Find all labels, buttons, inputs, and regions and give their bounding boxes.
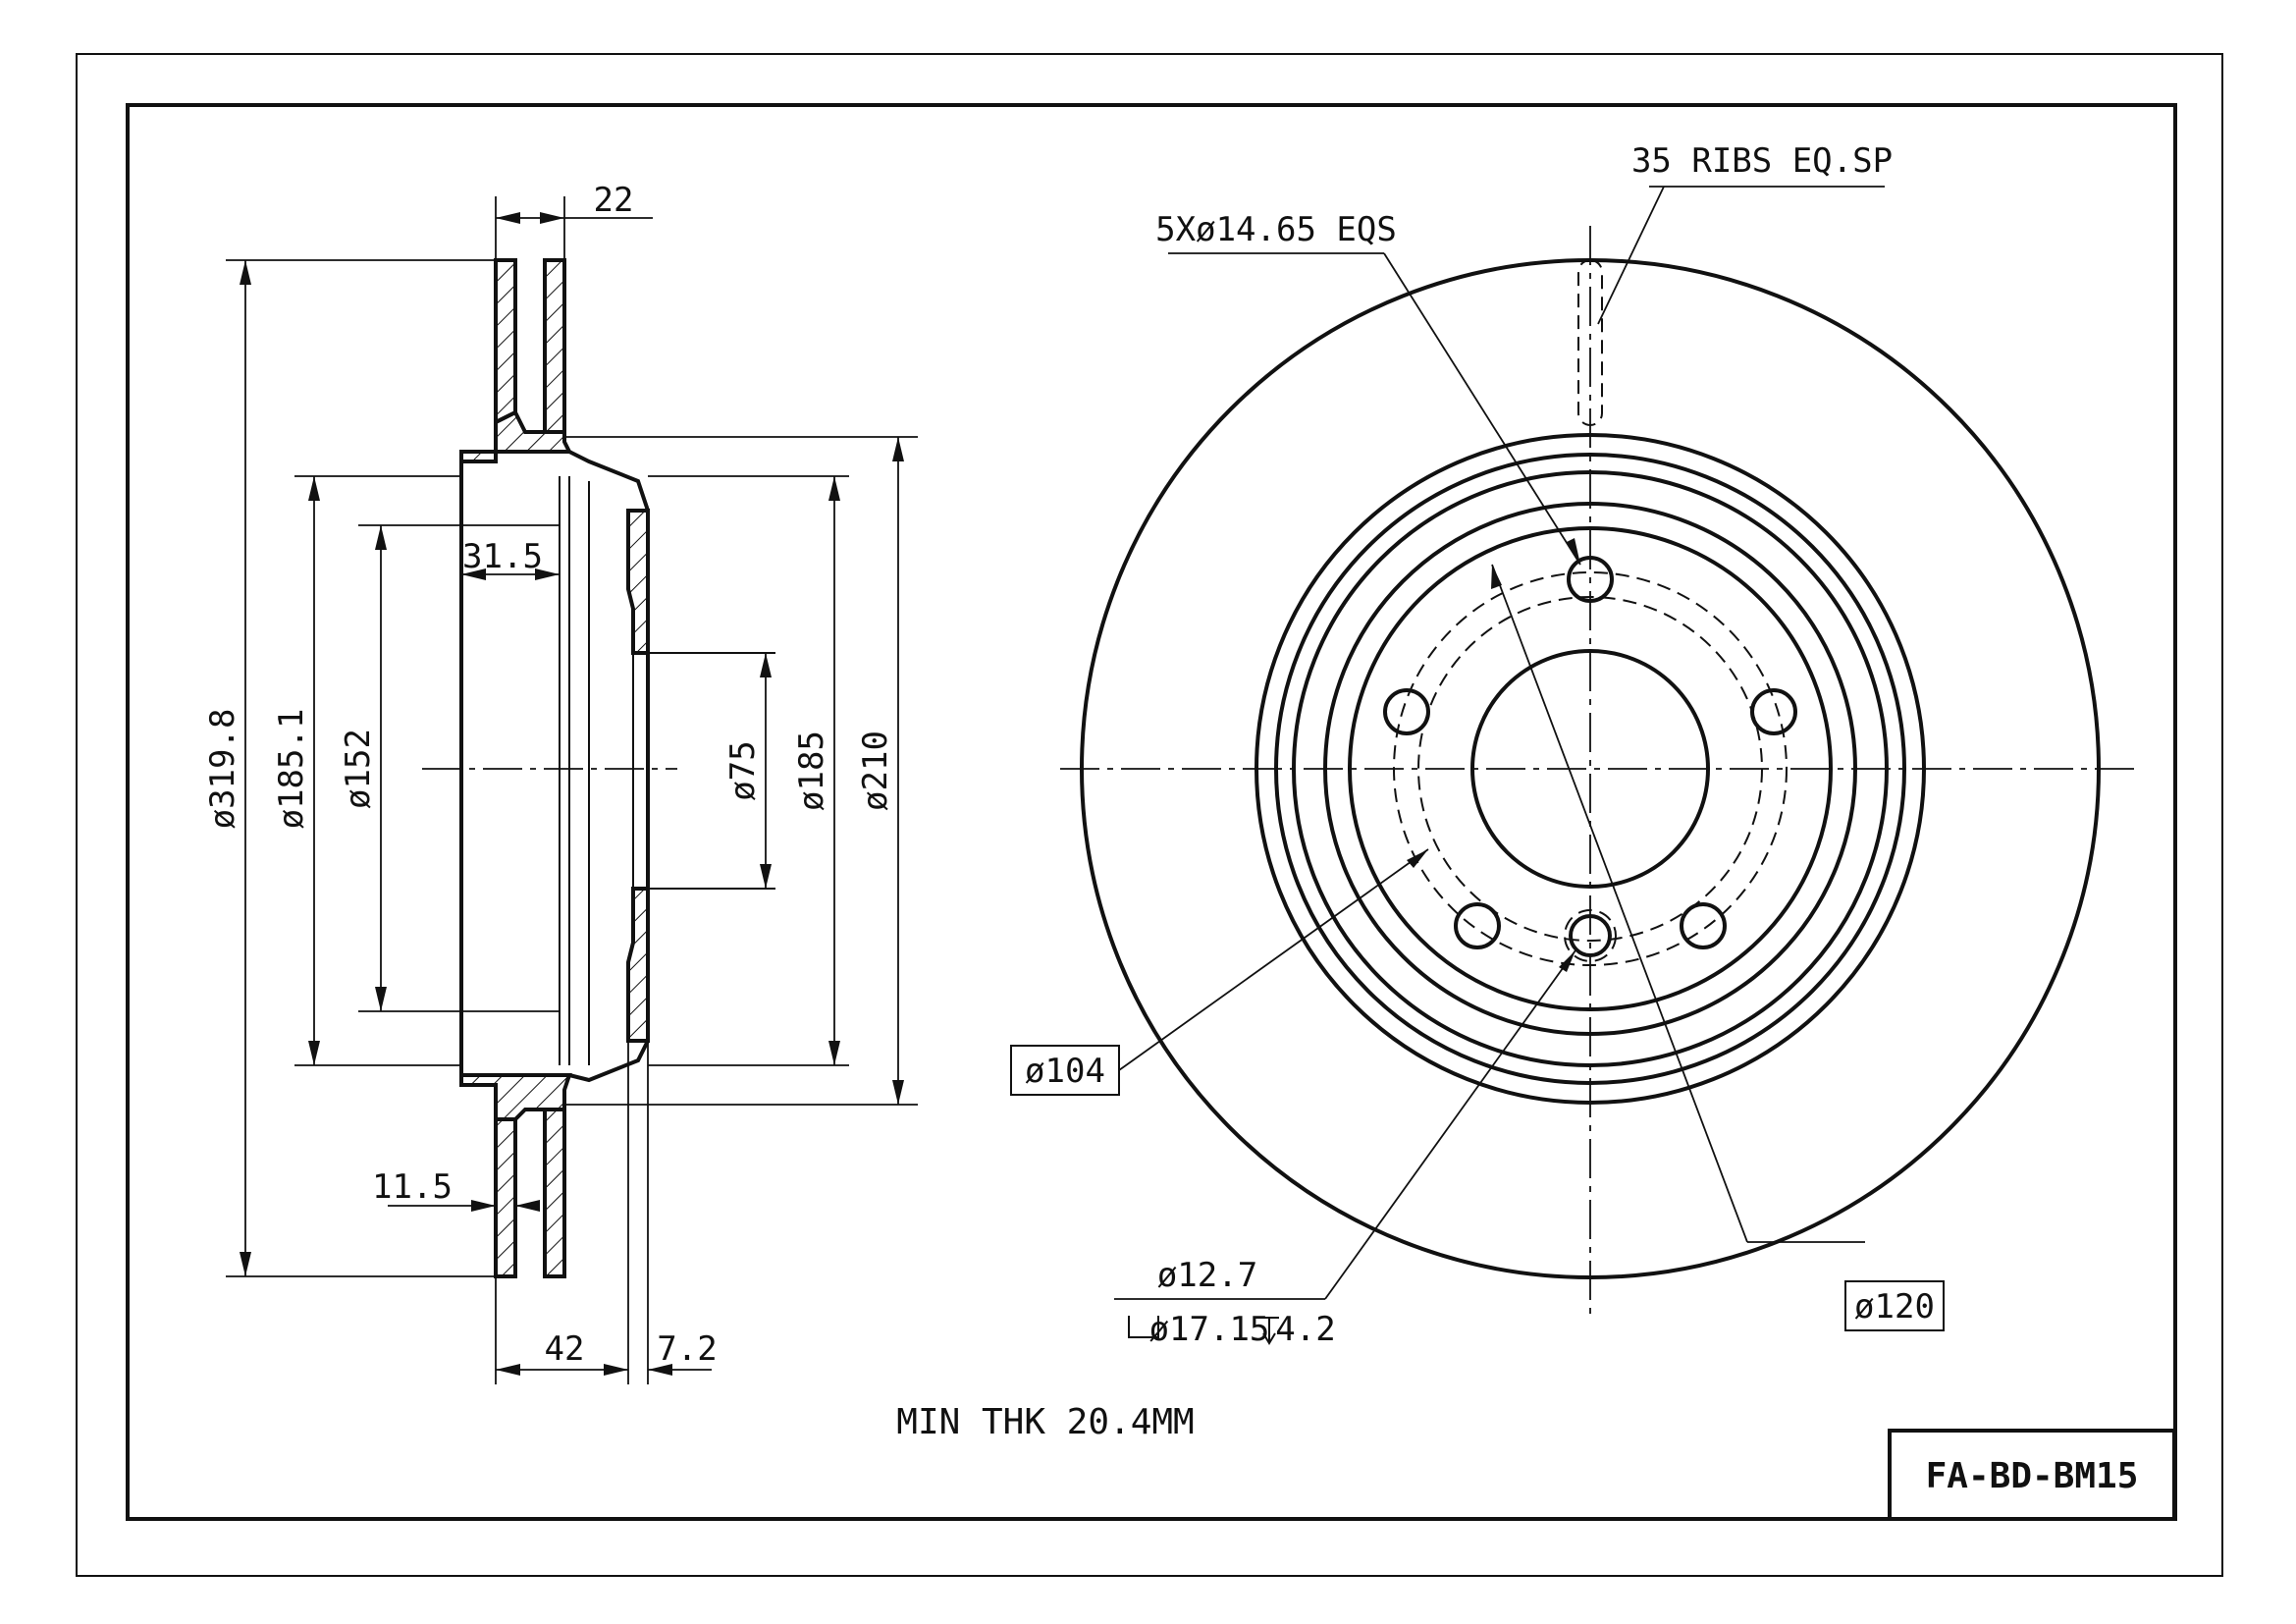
leader-pilot [1118,848,1429,1071]
lower-outer-plate [543,1108,566,1278]
hat-circle-2 [1292,470,1889,1067]
dim-hat-outer-dia: ø185 [792,731,831,811]
arrow-42-right [604,1364,628,1376]
leader-small [1324,949,1576,1300]
counterbore-label: ø17.15 [1149,1310,1270,1349]
hat-circle-1 [1274,453,1906,1085]
bolt-holes [1383,556,1797,962]
arrow-bolt [1567,538,1580,565]
upper-inner-plate [494,258,517,426]
arrow-7-2 [648,1364,672,1376]
arrow-42-left [496,1364,520,1376]
arrow-small [1559,950,1575,972]
arrow-22-left [496,212,520,224]
title-block: FA-BD-BM15 [1888,1429,2176,1521]
arrow-22-right [540,212,564,224]
upper-hat-wall [459,409,573,463]
section-view: ø319.8 ø185.1 ø152 ø75 ø185 ø210 22 31.5… [203,181,918,1384]
arrow-pilot [1407,849,1428,868]
upper-outer-plate [543,258,566,434]
small-hole-label: ø12.7 [1157,1256,1257,1295]
leader-ribs [1597,186,1665,325]
dim-center-bore-dia: ø75 [723,740,763,800]
bolt-hole-icon [1680,902,1727,949]
bolt-circle-label: ø120 [1854,1287,1935,1326]
lower-inner-plate [494,1117,517,1278]
lower-hat-wall [459,1073,572,1121]
dim-friction-inner-dia: ø210 [856,731,895,811]
bolt-circle-box [1844,1280,1945,1331]
pilot-circle [1417,596,1763,942]
counterbore-icon [1564,909,1617,962]
ribs-label: 35 RIBS EQ.SP [1631,141,1893,181]
bolt-hole-icon [1567,556,1614,603]
hat-body-outline [459,450,650,1083]
small-hole-icon [1569,914,1612,957]
bolt-hole-icon [1750,688,1797,735]
dim-hat-height: 42 [545,1329,585,1369]
pilot-dia-box [1010,1045,1120,1096]
part-number: FA-BD-BM15 [1926,1456,2139,1496]
counterbore-depth-label: 4.2 [1275,1310,1335,1349]
inner-frame [126,103,2177,1521]
leader-bc-diag [1491,564,1748,1243]
center-bore-circle [1470,649,1710,889]
rib-slot [1577,259,1603,426]
min-thickness-note: MIN THK 20.4MM [896,1402,1194,1442]
bolt-circle [1393,571,1788,966]
leader-bolt [1383,252,1581,566]
hat-circle-4 [1348,526,1833,1011]
depth-symbol-icon [1259,1317,1279,1345]
dim-hat-inner-dia: ø185.1 [272,709,311,830]
arrow-31-5-left [461,568,486,580]
friction-inner-circle [1255,433,1926,1105]
bolt-hole-icon [1454,902,1501,949]
counterbore-symbol-icon [1128,1316,1159,1338]
pilot-dia-label: ø104 [1025,1052,1105,1091]
arrow-11-5-right [515,1200,540,1212]
hat-circle-3 [1323,502,1857,1036]
arrow-bc-top [1491,565,1502,589]
bolt-hole-icon [1383,688,1430,735]
dim-hub-flange-thickness: 7.2 [657,1329,717,1369]
dim-overall-dia: ø319.8 [203,709,242,830]
hat-flange-upper [626,509,650,655]
vertical-arrowheads [240,260,904,1276]
arrow-31-5-right [535,568,560,580]
bolt-holes-label: 5Xø14.65 EQS [1155,210,1397,249]
dim-hat-inner-depth: 31.5 [462,537,543,576]
outer-frame [76,53,2223,1577]
hat-flange-lower [626,887,650,1043]
front-view: ø104 ø120 35 RIBS EQ.SP 5Xø14.65 EQS ø12… [1010,141,2135,1349]
arrow-11-5-left [471,1200,496,1212]
dim-disc-thickness: 22 [594,181,634,220]
dim-rotor-plate-thickness: 11.5 [372,1167,453,1207]
dim-hat-bore-dia: ø152 [339,729,378,809]
